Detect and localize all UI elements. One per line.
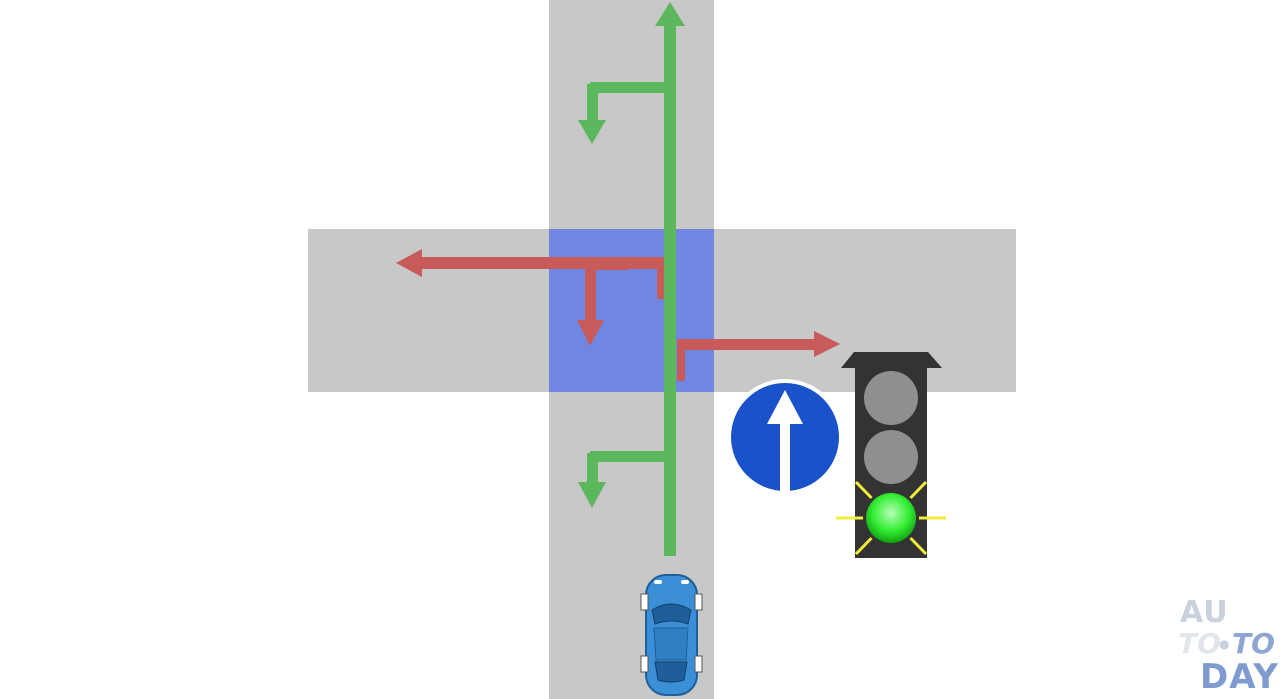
watermark-line2b: TO	[1232, 627, 1275, 660]
intersection-area	[549, 229, 714, 392]
watermark-line1: AU	[1180, 595, 1229, 630]
permitted-u-turn-arrow-top	[578, 82, 666, 144]
car-icon	[640, 574, 703, 696]
watermark-dot: ●	[1219, 637, 1230, 651]
green-light	[866, 493, 916, 543]
traffic-light-icon	[836, 352, 946, 558]
watermark-line3: DAY	[1200, 657, 1279, 697]
straight-only-sign-icon	[727, 379, 843, 495]
watermark-line2a: TO	[1178, 627, 1221, 660]
permitted-u-turn-arrow-bottom	[578, 451, 666, 508]
permitted-straight-arrow	[655, 2, 685, 556]
prohibited-right-arrow	[677, 331, 840, 381]
prohibited-u-turn-arrow	[577, 258, 628, 346]
